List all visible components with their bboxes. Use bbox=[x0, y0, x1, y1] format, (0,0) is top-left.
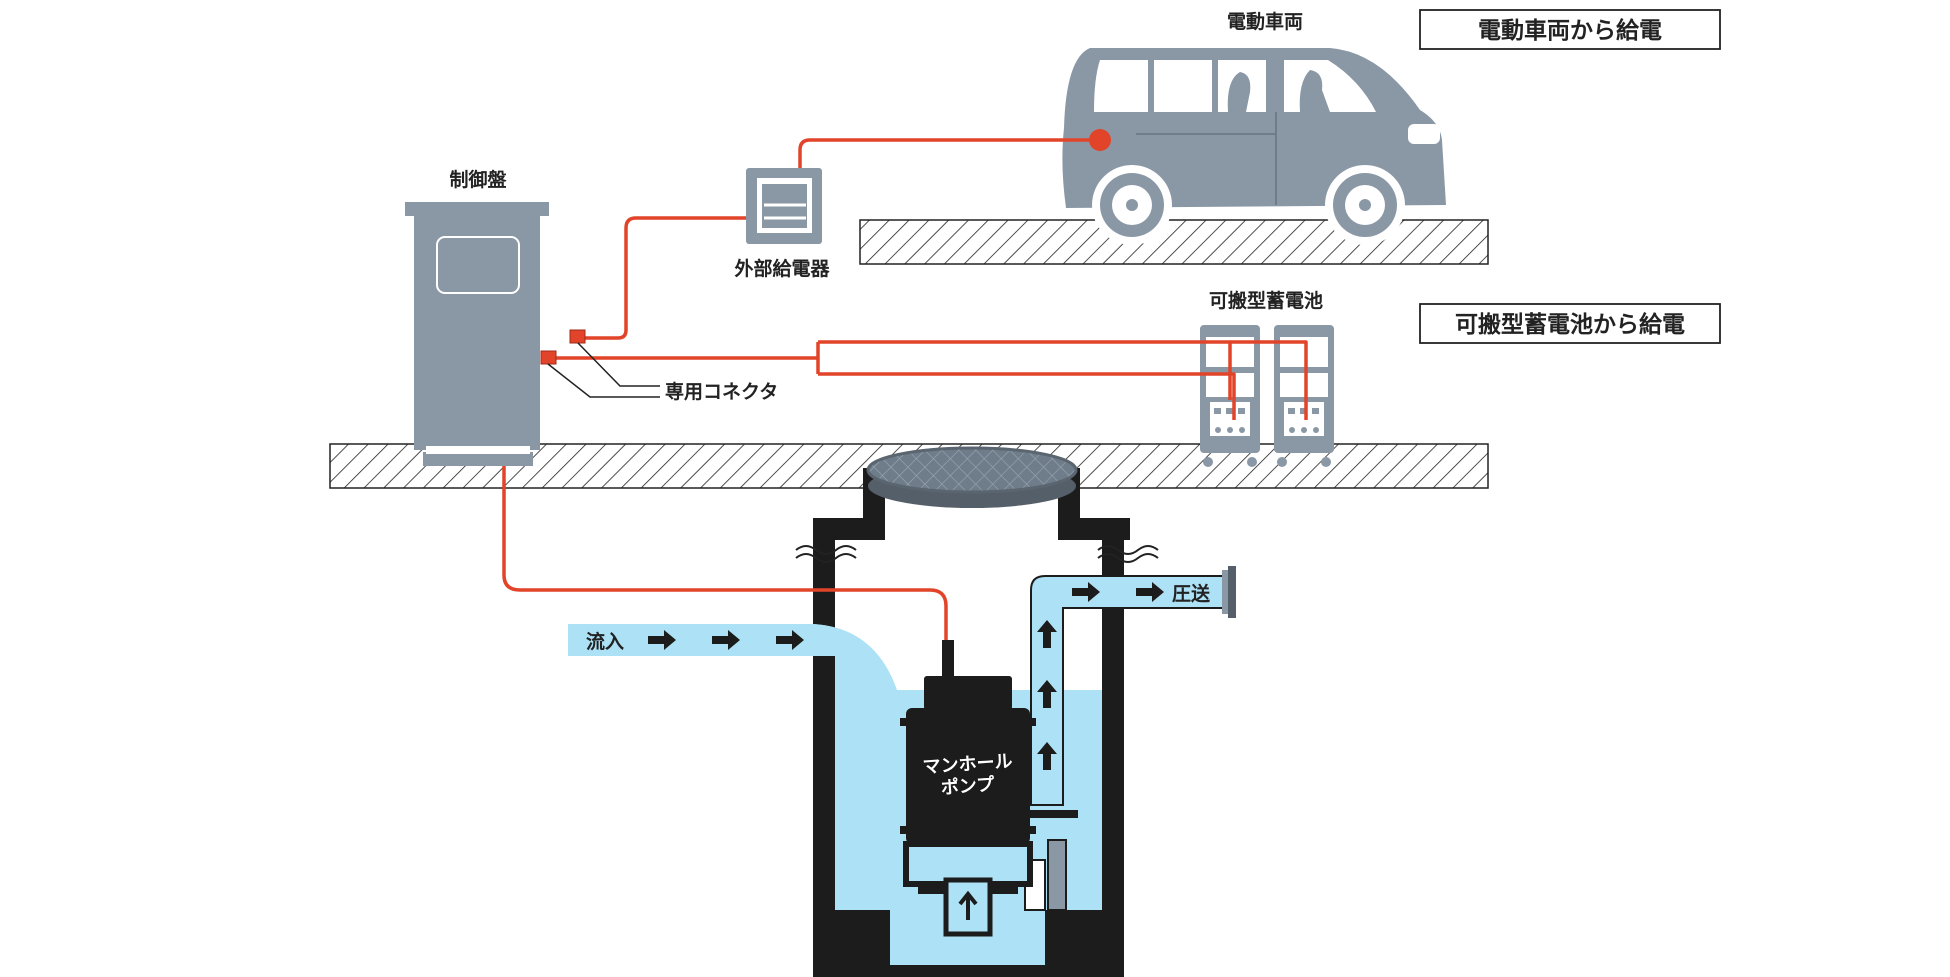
right-arrow-icon bbox=[1072, 582, 1100, 602]
outflow-label: 圧送 bbox=[1172, 582, 1211, 605]
pump-label-line2: ポンプ bbox=[940, 773, 996, 799]
control-panel bbox=[405, 202, 549, 466]
up-arrow-icon bbox=[1037, 742, 1057, 770]
inflow-pipe bbox=[568, 624, 900, 700]
electric-vehicle bbox=[1062, 48, 1446, 245]
right-arrow-icon bbox=[648, 630, 676, 650]
portable-battery-2 bbox=[1274, 325, 1334, 467]
right-arrow-icon bbox=[1136, 582, 1164, 602]
right-arrow-icon bbox=[712, 630, 740, 650]
vehicle-label: 電動車両 bbox=[1227, 10, 1303, 33]
up-arrow-icon bbox=[1037, 680, 1057, 708]
connector-battery bbox=[540, 350, 557, 365]
right-arrow-icon bbox=[776, 630, 804, 650]
battery-label: 可搬型蓄電池 bbox=[1209, 289, 1323, 312]
inflow-label: 流入 bbox=[586, 630, 624, 653]
connector-label: 専用コネクタ bbox=[665, 381, 778, 403]
battery-box-label: 可搬型蓄電池から給電 bbox=[1455, 311, 1685, 338]
external-charger-label: 外部給電器 bbox=[734, 257, 830, 280]
up-arrow-icon bbox=[1037, 620, 1057, 648]
manhole-pump bbox=[900, 640, 1036, 937]
discharge-pipe bbox=[1024, 566, 1236, 911]
external-charger bbox=[746, 168, 822, 244]
connector-leader bbox=[547, 342, 660, 398]
control-panel-label: 制御盤 bbox=[449, 168, 507, 191]
vehicle-box bbox=[1419, 9, 1721, 50]
manhole-cover bbox=[866, 446, 1078, 508]
battery-box bbox=[1419, 303, 1721, 344]
vehicle-box-label: 電動車両から給電 bbox=[1478, 17, 1662, 44]
connector-charger bbox=[569, 329, 586, 344]
flow-arrows bbox=[648, 582, 1164, 770]
